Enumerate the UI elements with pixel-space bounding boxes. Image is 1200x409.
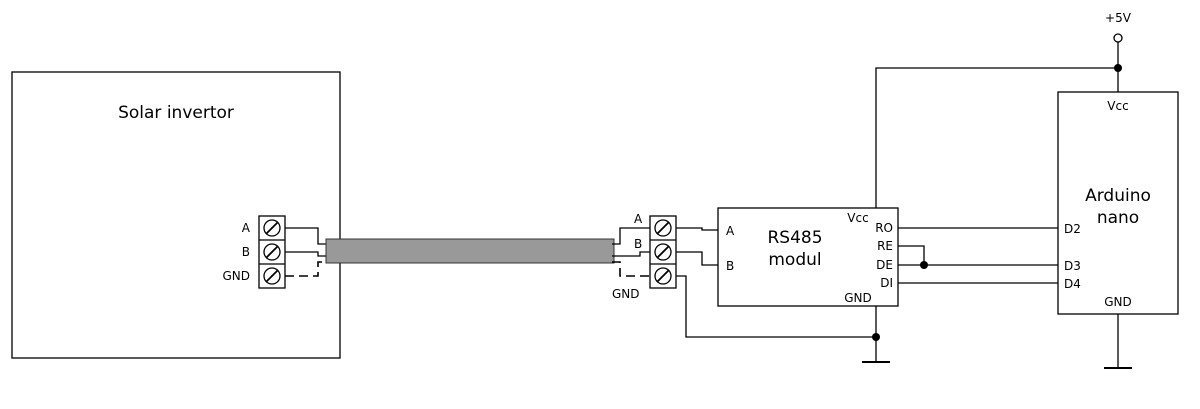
arduino-pin-d3-label: D3 <box>1064 259 1081 273</box>
rs485-terminal-block <box>649 215 677 289</box>
wire-cable-a <box>612 227 652 245</box>
wire-rs485-vcc <box>875 67 1118 208</box>
cable-pin-b-label: B <box>634 237 642 251</box>
arduino-pin-d2-label: D2 <box>1064 222 1081 236</box>
rs485-pin-de-label: DE <box>876 258 893 272</box>
wire-cable-b <box>612 251 652 257</box>
rs485-gnd-label: GND <box>844 291 872 305</box>
solar-invertor-box <box>11 71 341 359</box>
rs485-title-line1: RS485 <box>767 228 822 248</box>
wire-solar-a <box>285 227 330 245</box>
power-label: +5V <box>1105 11 1132 25</box>
solar-pin-b-label: B <box>242 245 250 259</box>
arduino-pin-d4-label: D4 <box>1064 277 1081 291</box>
wire-term-gnd <box>676 275 876 338</box>
solar-invertor-title: Solar invertor <box>118 103 234 123</box>
cable <box>325 238 615 264</box>
solar-pin-a-label: A <box>242 221 251 235</box>
rs485-pin-ro-label: RO <box>875 221 893 235</box>
rs485-pin-a-label: A <box>726 224 735 238</box>
wire-term-a-to-rs485 <box>676 227 718 231</box>
power-terminal <box>1113 33 1123 43</box>
wire-re <box>898 245 925 265</box>
rs485-title-line2: modul <box>768 250 821 270</box>
wire-term-b-to-rs485 <box>676 251 718 266</box>
cable-pin-gnd-label: GND <box>612 287 640 301</box>
solar-pin-gnd-label: GND <box>222 269 250 283</box>
rs485-pin-di-label: DI <box>880 276 893 290</box>
junction-re-de <box>920 261 928 269</box>
wire-cable-gnd <box>612 261 652 277</box>
cable-pin-a-label: A <box>634 212 643 226</box>
rs485-pin-b-label: B <box>726 259 734 273</box>
junction-gnd <box>872 333 880 341</box>
solar-terminal-block <box>258 215 286 289</box>
arduino-gnd-label: GND <box>1104 295 1132 309</box>
arduino-vcc-label: Vcc <box>1107 99 1128 113</box>
wire-solar-b <box>285 251 330 257</box>
arduino-title-line1: Arduino <box>1085 186 1151 206</box>
rs485-vcc-label: Vcc <box>847 211 868 225</box>
junction-vcc <box>1114 64 1122 72</box>
arduino-title-line2: nano <box>1097 208 1139 228</box>
wire-solar-gnd <box>285 261 330 277</box>
rs485-pin-re-label: RE <box>877 239 893 253</box>
rs485-module-box <box>717 207 899 307</box>
